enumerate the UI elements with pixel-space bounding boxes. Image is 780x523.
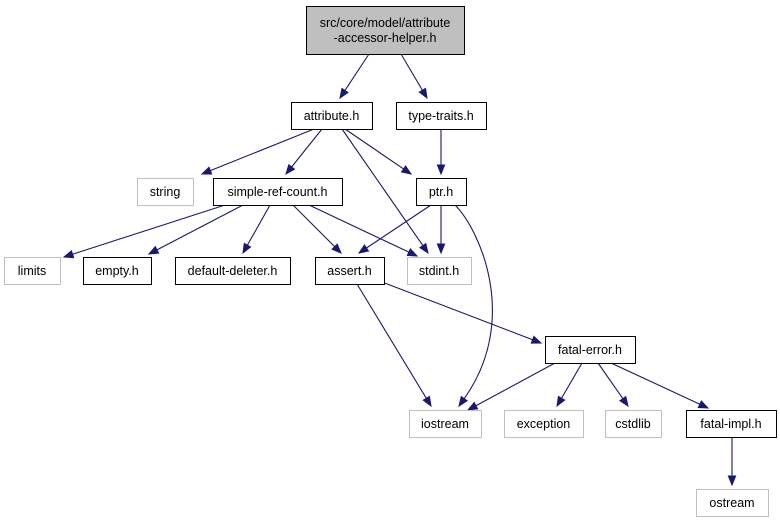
node-exception: exception — [504, 410, 584, 438]
node-empty[interactable]: empty.h — [83, 257, 152, 285]
node-box-attribute — [291, 102, 373, 130]
node-label-default-deleter: default-deleter.h — [188, 264, 278, 278]
node-default-deleter[interactable]: default-deleter.h — [175, 257, 291, 285]
node-type-traits[interactable]: type-traits.h — [396, 102, 487, 130]
edge-fatal-error-to-exception — [561, 362, 583, 399]
arrowhead-root-to-type-traits — [418, 87, 428, 100]
node-fatal-error[interactable]: fatal-error.h — [545, 336, 636, 364]
node-cstdlib: cstdlib — [605, 410, 662, 438]
node-label-string: string — [150, 185, 181, 199]
arrowhead-attribute-to-stdint — [419, 242, 429, 255]
node-label-type-traits: type-traits.h — [408, 109, 473, 123]
edge-ptr-to-assert — [366, 204, 432, 249]
node-limits: limits — [4, 257, 61, 285]
node-label-fatal-impl: fatal-impl.h — [700, 417, 761, 431]
arrowhead-fatal-error-to-cstdlib — [619, 395, 629, 408]
arrowhead-assert-to-fatal-error — [530, 335, 543, 344]
node-label-iostream: iostream — [421, 417, 469, 431]
arrowhead-attribute-to-ptr — [400, 165, 413, 175]
arrowhead-ptr-to-stdint — [436, 243, 446, 255]
arrowhead-fatal-error-to-exception — [556, 395, 566, 408]
node-label-root-line-1: src/core/model/attribute — [320, 16, 451, 30]
edge-simple-ref-count-to-stdint — [308, 204, 410, 253]
arrowhead-root-to-attribute — [339, 87, 349, 100]
arrowhead-simple-ref-count-to-stdint — [406, 248, 419, 257]
arrowhead-attribute-to-string — [200, 166, 213, 175]
node-box-assert — [315, 257, 385, 285]
arrowhead-simple-ref-count-to-default-deleter — [242, 242, 252, 255]
edge-attribute-to-ptr — [344, 128, 404, 170]
edge-fatal-error-to-cstdlib — [597, 362, 624, 399]
edge-root-to-type-traits — [400, 53, 423, 91]
edge-simple-ref-count-to-assert — [292, 204, 336, 248]
arrowhead-attribute-to-simple-ref-count — [285, 163, 296, 176]
edge-assert-to-fatal-error — [381, 281, 533, 341]
arrowhead-ptr-to-assert — [357, 244, 370, 254]
node-box-iostream — [409, 410, 482, 438]
node-box-default-deleter — [175, 257, 291, 285]
edge-fatal-error-to-iostream — [475, 362, 556, 407]
node-box-string — [137, 178, 194, 206]
node-label-limits: limits — [18, 264, 46, 278]
node-iostream: iostream — [409, 410, 482, 438]
node-label-simple-ref-count: simple-ref-count.h — [227, 185, 327, 199]
arrowhead-assert-to-iostream — [422, 395, 432, 408]
arrowhead-fatal-error-to-fatal-impl — [697, 400, 710, 409]
arrowhead-fatal-impl-to-ostream — [727, 475, 737, 487]
node-box-ostream — [696, 489, 769, 517]
edge-ptr-to-iostream — [454, 204, 493, 399]
node-box-limits — [4, 257, 61, 285]
edge-fatal-error-to-fatal-impl — [610, 362, 701, 405]
node-ostream: ostream — [696, 489, 769, 517]
edge-simple-ref-count-to-default-deleter — [246, 204, 271, 246]
node-box-ptr — [416, 178, 467, 206]
node-stdint: stdint.h — [407, 257, 472, 285]
edges-layer — [62, 53, 737, 487]
node-assert[interactable]: assert.h — [315, 257, 385, 285]
edge-assert-to-iostream — [356, 283, 427, 399]
node-box-stdint — [407, 257, 472, 285]
node-fatal-impl[interactable]: fatal-impl.h — [686, 410, 777, 438]
node-ptr[interactable]: ptr.h — [416, 178, 467, 206]
node-box-cstdlib — [605, 410, 662, 438]
node-label-fatal-error: fatal-error.h — [558, 343, 622, 357]
node-label-attribute: attribute.h — [304, 109, 360, 123]
edge-simple-ref-count-to-limits — [72, 204, 226, 255]
node-box-empty — [83, 257, 152, 285]
node-simple-ref-count[interactable]: simple-ref-count.h — [213, 178, 343, 206]
arrowhead-simple-ref-count-to-empty — [147, 245, 160, 255]
edge-root-to-attribute — [344, 53, 370, 91]
arrowhead-fatal-error-to-iostream — [466, 401, 479, 411]
edge-attribute-to-simple-ref-count — [291, 128, 323, 168]
node-label-ptr: ptr.h — [429, 185, 453, 199]
node-box-simple-ref-count — [213, 178, 343, 206]
edge-attribute-to-stdint — [341, 128, 424, 246]
node-box-fatal-error — [545, 336, 636, 364]
node-box-root — [306, 6, 465, 55]
edge-simple-ref-count-to-empty — [156, 204, 244, 251]
node-box-exception — [504, 410, 584, 438]
node-label-assert: assert.h — [327, 264, 372, 278]
arrowhead-type-traits-to-ptr — [436, 164, 446, 176]
node-attribute[interactable]: attribute.h — [291, 102, 373, 130]
node-string: string — [137, 178, 194, 206]
arrowhead-simple-ref-count-to-assert — [331, 243, 342, 254]
node-label-empty: empty.h — [95, 264, 139, 278]
node-root[interactable]: src/core/model/attribute-accessor-helper… — [306, 6, 465, 55]
node-box-type-traits — [396, 102, 487, 130]
node-box-fatal-impl — [686, 410, 777, 438]
arrowhead-simple-ref-count-to-limits — [62, 249, 75, 259]
nodes-layer: src/core/model/attribute-accessor-helper… — [4, 6, 777, 517]
node-label-root-line-2: -accessor-helper.h — [334, 31, 437, 45]
node-label-stdint: stdint.h — [419, 264, 459, 278]
node-label-ostream: ostream — [709, 496, 754, 510]
edge-attribute-to-string — [210, 128, 315, 172]
node-label-cstdlib: cstdlib — [615, 417, 650, 431]
node-label-exception: exception — [517, 417, 571, 431]
arrowhead-ptr-to-iostream — [458, 395, 469, 408]
